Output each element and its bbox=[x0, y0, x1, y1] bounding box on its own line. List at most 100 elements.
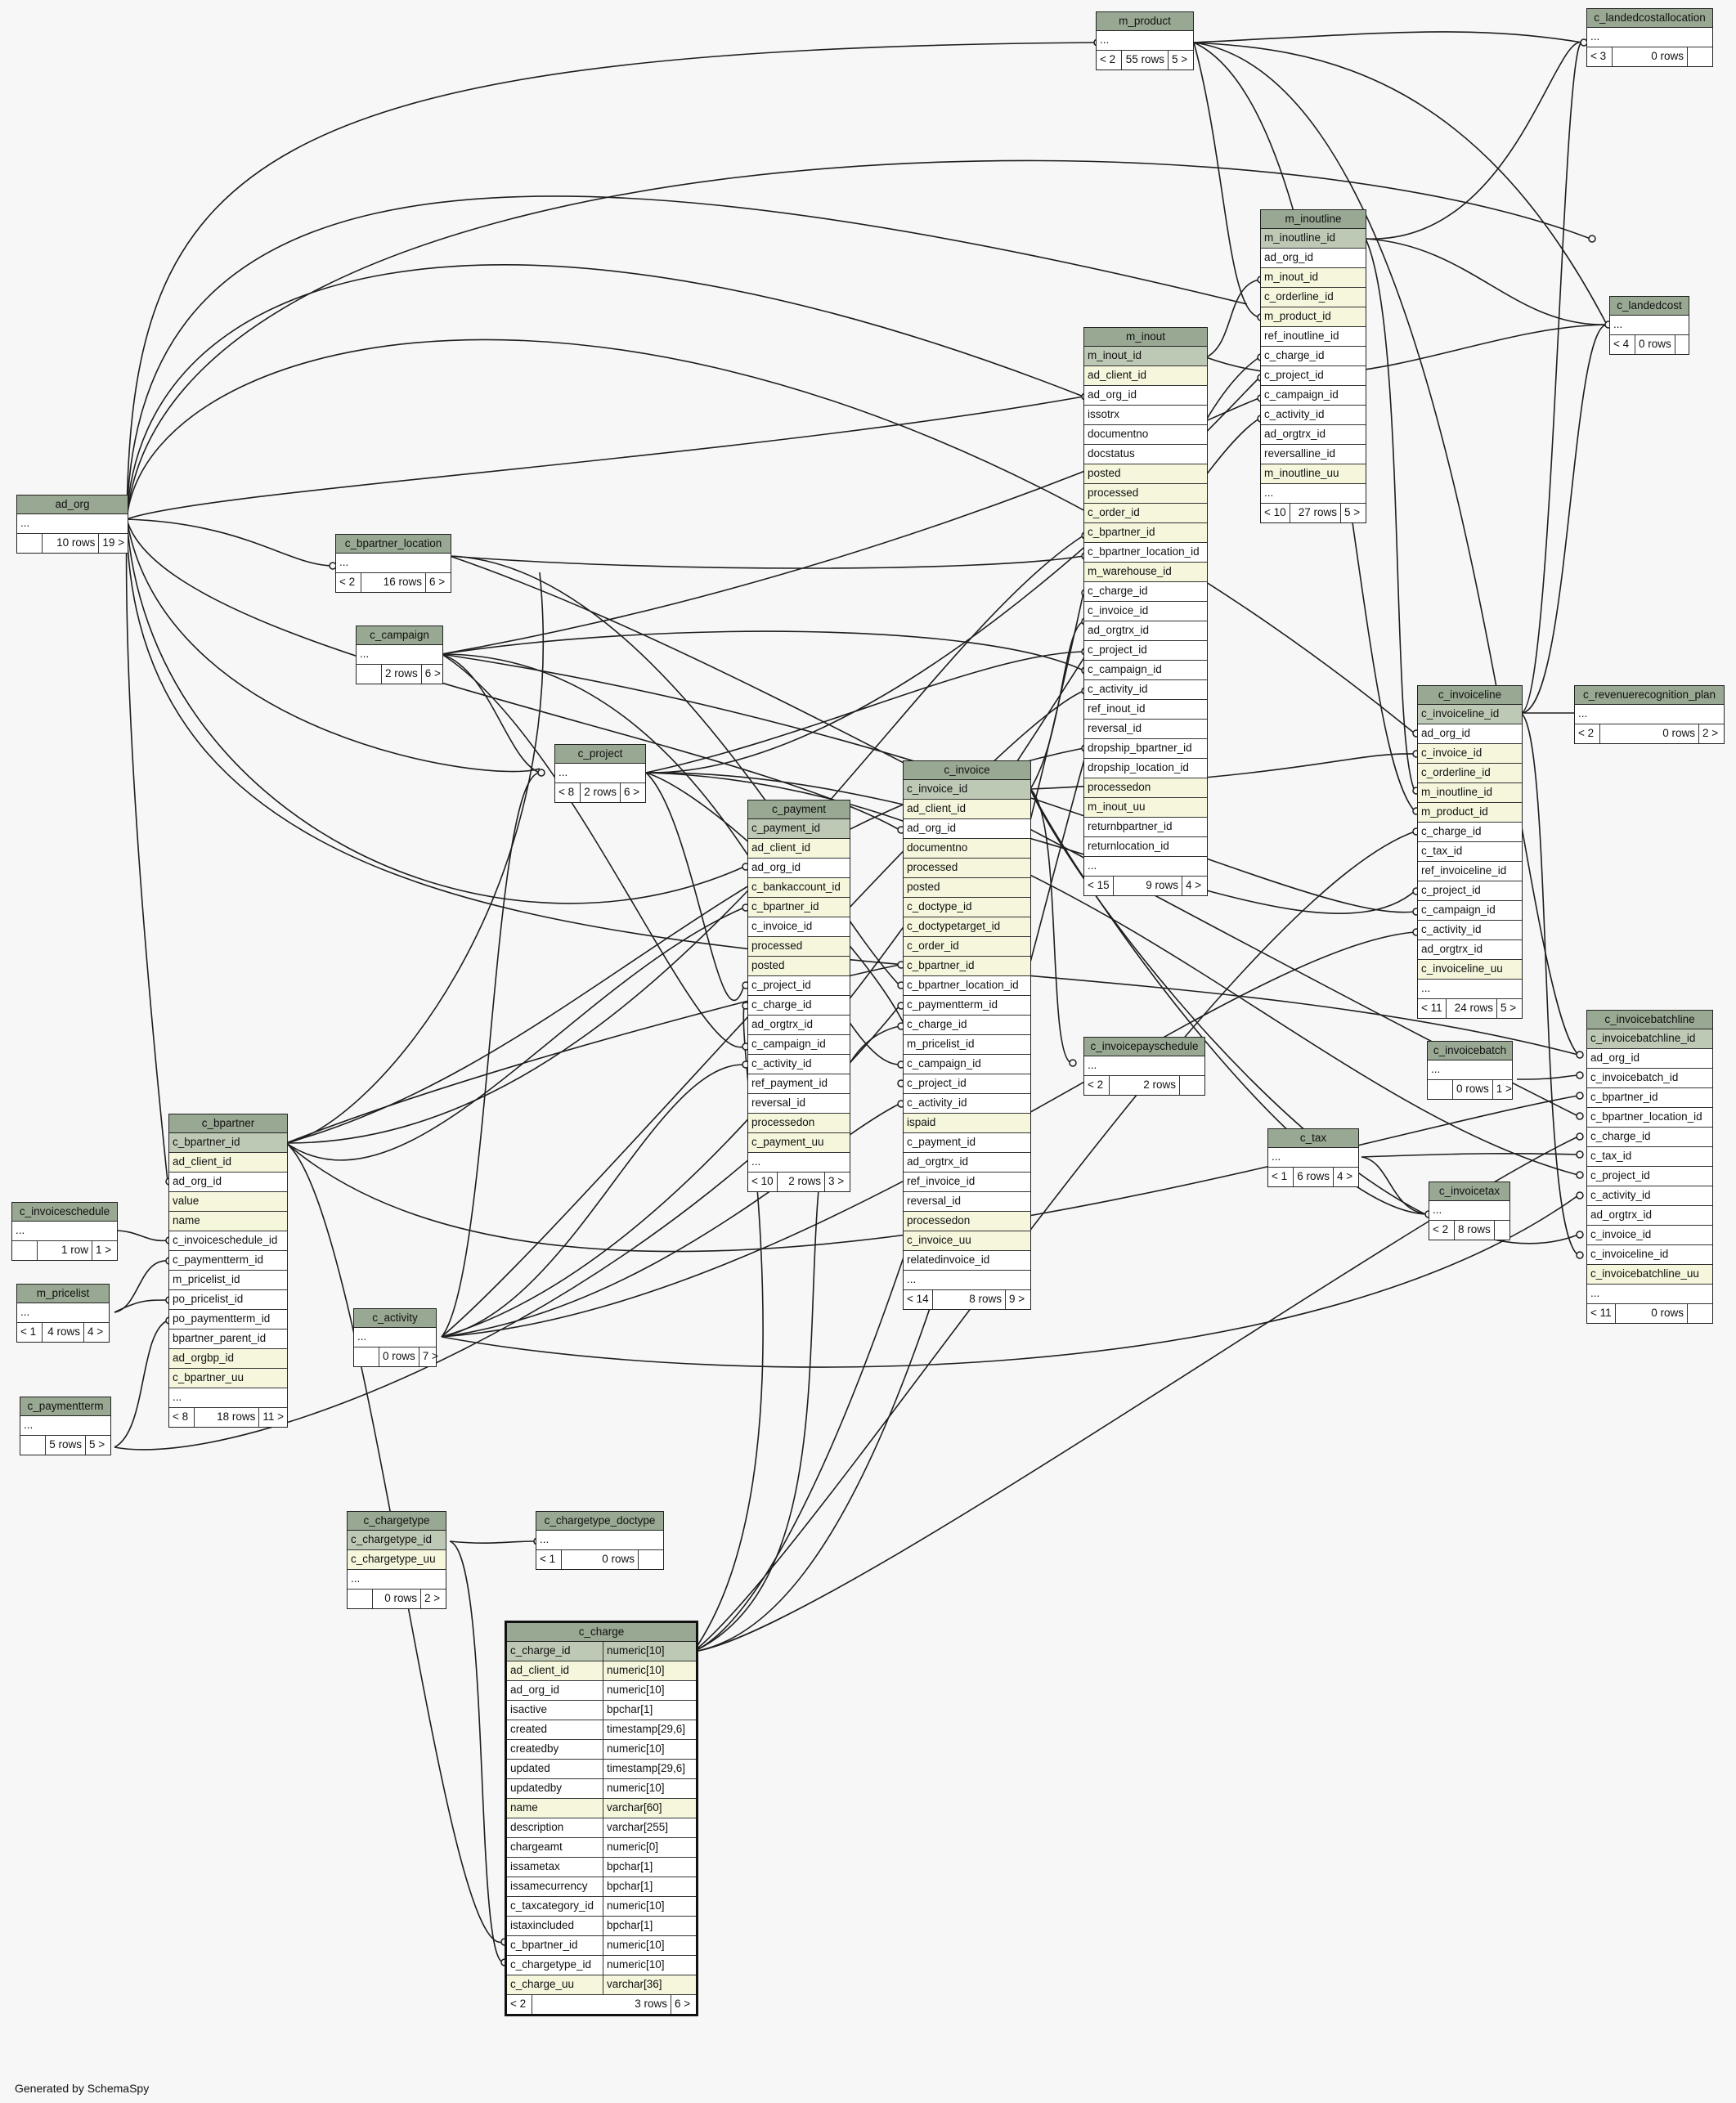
column-name: istaxincluded bbox=[510, 1919, 575, 1931]
column-row: m_inout_id bbox=[1084, 347, 1207, 366]
column-row: c_activity_id bbox=[1261, 406, 1366, 425]
children-count: 5 > bbox=[1172, 53, 1188, 65]
column-type: bpchar[1] bbox=[603, 1858, 696, 1877]
column-name: createdby bbox=[510, 1742, 559, 1755]
column-name: c_charge_id bbox=[1088, 585, 1148, 597]
column-name: ... bbox=[24, 1419, 34, 1431]
column-row: ref_payment_id bbox=[748, 1074, 850, 1094]
column-row: c_bpartner_id bbox=[169, 1133, 287, 1153]
column-name: returnbpartner_id bbox=[1088, 820, 1173, 832]
column-name: ad_client_id bbox=[173, 1155, 232, 1168]
column-row: ... bbox=[17, 514, 128, 534]
column-row: returnlocation_id bbox=[1084, 837, 1207, 857]
column-name: c_orderline_id bbox=[1264, 290, 1334, 303]
column-name: processedon bbox=[751, 1116, 815, 1128]
parents-count: < 2 bbox=[1429, 1221, 1455, 1240]
column-row: c_project_id bbox=[1587, 1167, 1712, 1186]
column-name: c_bpartner_location_id bbox=[907, 979, 1019, 991]
column-name: ad_org_id bbox=[1421, 727, 1471, 739]
table-header: c_bpartner bbox=[169, 1114, 287, 1133]
column-row: ad_orgtrx_id bbox=[1418, 940, 1522, 960]
column-name: ... bbox=[1088, 859, 1097, 872]
column-name: c_campaign_id bbox=[1088, 663, 1162, 675]
column-row: c_chargetype_id bbox=[348, 1531, 446, 1550]
column-type: varchar[60] bbox=[603, 1799, 696, 1818]
column-name: ad_org_id bbox=[1264, 251, 1314, 263]
column-row: c_project_id bbox=[1418, 881, 1522, 901]
column-row: ref_inout_id bbox=[1084, 700, 1207, 720]
children-count: 2 > bbox=[1702, 727, 1719, 739]
column-type: numeric[10] bbox=[603, 1897, 696, 1916]
column-name: ... bbox=[1578, 707, 1588, 720]
column-row: c_activity_id bbox=[1418, 921, 1522, 940]
parents-count bbox=[12, 1241, 38, 1260]
column-name: c_invoice_id bbox=[907, 782, 968, 795]
column-name: ... bbox=[1264, 487, 1274, 499]
column-name: ref_invoiceline_id bbox=[1421, 864, 1507, 877]
parents-count: < 2 bbox=[1575, 724, 1600, 743]
children-count: 4 > bbox=[1186, 879, 1202, 891]
column-row: ... bbox=[1587, 28, 1712, 47]
column-row: ad_org_id bbox=[169, 1173, 287, 1192]
column-row: ... bbox=[1575, 705, 1724, 724]
column-row: c_campaign_id bbox=[1084, 661, 1207, 680]
column-row: documentno bbox=[904, 839, 1030, 859]
column-name: c_invoice_id bbox=[751, 920, 813, 932]
column-name: chargeamt bbox=[510, 1841, 563, 1853]
column-row: c_bpartner_location_id bbox=[1587, 1108, 1712, 1128]
column-name: ... bbox=[1433, 1204, 1442, 1216]
column-row: ad_client_id bbox=[1084, 366, 1207, 386]
column-name: ... bbox=[16, 1224, 25, 1236]
column-name: c_project_id bbox=[751, 979, 811, 991]
row-count: 16 rows bbox=[361, 573, 426, 592]
column-name: ... bbox=[20, 1306, 30, 1318]
column-name: updated bbox=[510, 1762, 550, 1774]
column-name: c_chargetype_id bbox=[351, 1533, 433, 1545]
column-row: processed bbox=[904, 859, 1030, 878]
column-name: m_inout_id bbox=[1088, 349, 1142, 361]
children-count: 5 > bbox=[89, 1438, 105, 1451]
column-name: c_campaign_id bbox=[751, 1038, 826, 1050]
column-name: relatedinvoice_id bbox=[907, 1253, 990, 1266]
column-name: issametax bbox=[510, 1860, 560, 1872]
parents-count: < 3 bbox=[1587, 47, 1613, 66]
column-name: ad_org_id bbox=[510, 1684, 560, 1696]
table-header: c_activity bbox=[354, 1309, 436, 1328]
column-name: bpartner_parent_id bbox=[173, 1332, 267, 1344]
